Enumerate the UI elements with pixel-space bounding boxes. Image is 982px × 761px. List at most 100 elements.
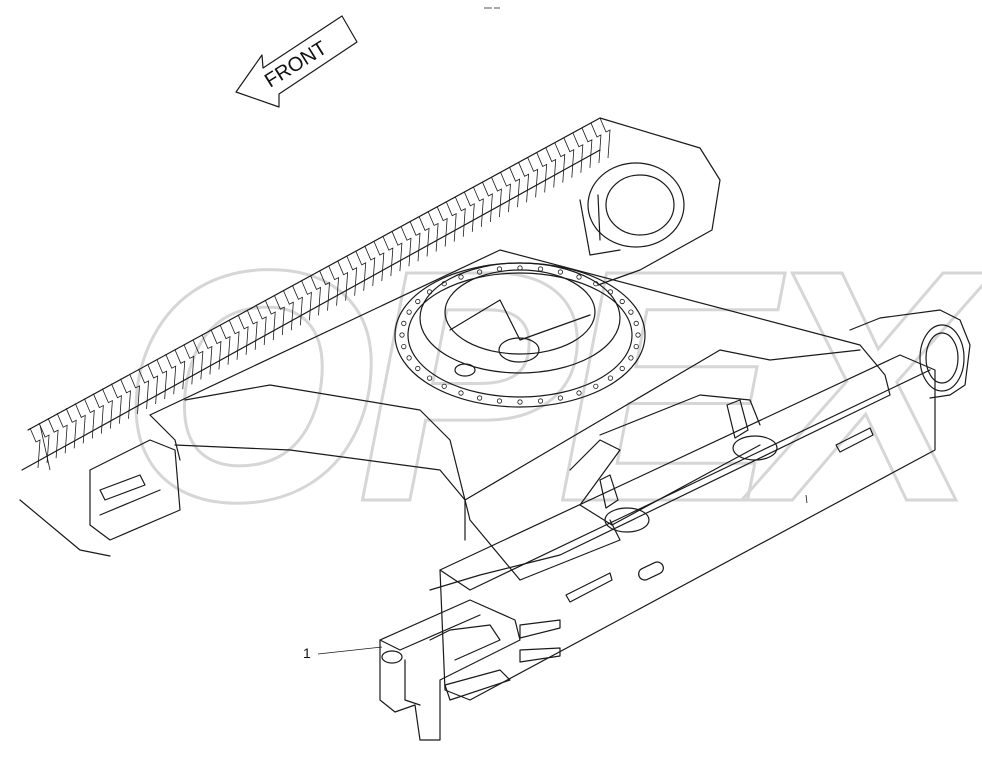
track-shoe bbox=[472, 186, 484, 227]
bolt-hole bbox=[607, 289, 614, 295]
track-shoe bbox=[201, 334, 213, 375]
slewing-ring bbox=[394, 262, 646, 408]
bolt-hole bbox=[635, 332, 641, 338]
track-shoe bbox=[364, 245, 376, 286]
bolt-hole bbox=[406, 355, 412, 361]
track-shoe bbox=[301, 280, 312, 321]
track-shoe bbox=[355, 250, 367, 291]
car-body bbox=[149, 249, 891, 591]
track-shoe bbox=[373, 240, 385, 282]
track-shoe bbox=[147, 363, 159, 405]
track-shoe bbox=[92, 393, 104, 434]
bolt-hole bbox=[576, 274, 582, 280]
track-shoe bbox=[491, 176, 502, 218]
track-shoe bbox=[74, 403, 86, 444]
rear-sprocket bbox=[579, 162, 685, 256]
track-shoe bbox=[482, 181, 493, 222]
callout-1-number: 1 bbox=[303, 645, 311, 661]
track-shoe bbox=[192, 339, 204, 380]
bolt-hole bbox=[517, 265, 523, 271]
track-shoes bbox=[29, 117, 611, 469]
track-shoe bbox=[337, 260, 349, 301]
bolt-hole bbox=[399, 332, 405, 338]
track-shoe bbox=[346, 255, 358, 296]
bolt-hole bbox=[415, 298, 421, 305]
track-shoe bbox=[391, 231, 403, 272]
bolt-hole bbox=[476, 269, 483, 275]
track-shoe bbox=[237, 314, 249, 355]
track-shoe bbox=[518, 162, 530, 203]
bolt-hole bbox=[476, 395, 483, 401]
track-shoe bbox=[165, 354, 177, 395]
bolt-hole bbox=[593, 281, 599, 287]
track-shoe bbox=[310, 275, 321, 316]
track-shoe bbox=[454, 196, 466, 237]
track-shoe bbox=[599, 117, 611, 159]
track-shoe bbox=[47, 418, 59, 459]
track-shoe bbox=[210, 329, 222, 370]
bolt-hole bbox=[619, 298, 625, 305]
track-shoe bbox=[545, 147, 557, 188]
bolt-hole bbox=[458, 390, 464, 396]
track-shoe bbox=[319, 270, 330, 311]
track-shoe bbox=[29, 427, 41, 469]
track-shoe bbox=[183, 344, 195, 385]
track-shoe bbox=[400, 226, 412, 267]
bolt-hole bbox=[628, 309, 634, 315]
track-shoe bbox=[572, 132, 584, 173]
track-frame-right bbox=[439, 309, 971, 701]
track-shoe bbox=[328, 265, 340, 306]
track-shoe bbox=[120, 378, 131, 419]
track-shoe bbox=[273, 294, 285, 336]
bolt-hole bbox=[441, 383, 447, 389]
track-shoe bbox=[436, 206, 448, 247]
idler-yoke bbox=[379, 599, 561, 741]
bolt-hole bbox=[496, 398, 503, 404]
bolt-hole bbox=[633, 343, 639, 350]
track-shoe bbox=[527, 157, 539, 198]
track-shoe bbox=[129, 373, 140, 414]
watermark: OPEX bbox=[119, 200, 982, 572]
front-arrow: FRONT bbox=[235, 15, 358, 108]
bolt-hole bbox=[593, 383, 599, 389]
track-shoe bbox=[38, 422, 50, 464]
watermark-text: OPEX bbox=[120, 201, 982, 570]
track-shoe bbox=[563, 137, 575, 178]
bolt-hole bbox=[557, 395, 564, 401]
track-shoe bbox=[590, 122, 602, 163]
track-shoe bbox=[409, 221, 421, 262]
bolt-hole bbox=[406, 309, 412, 315]
track-shoe bbox=[581, 127, 593, 168]
callout-1: 1 bbox=[303, 645, 383, 661]
bolt-hole bbox=[607, 375, 614, 381]
track-shoe bbox=[102, 388, 113, 429]
track-shoe bbox=[111, 383, 122, 424]
track-shoe bbox=[427, 211, 439, 252]
bolt-hole bbox=[557, 269, 564, 275]
track-shoe bbox=[418, 216, 430, 257]
bolt-hole bbox=[441, 281, 447, 287]
track-shoe bbox=[264, 299, 276, 341]
bolt-hole bbox=[517, 399, 523, 405]
track-shoe bbox=[255, 304, 267, 346]
bolt-hole bbox=[496, 266, 503, 272]
bolt-hole bbox=[426, 375, 433, 381]
track-shoe bbox=[500, 171, 511, 213]
bolt-hole bbox=[576, 390, 582, 396]
bolt-hole bbox=[537, 266, 544, 272]
bolt-hole bbox=[458, 274, 464, 280]
bolt-hole bbox=[537, 398, 544, 404]
track-shoe bbox=[219, 324, 231, 365]
track-shoe bbox=[83, 398, 95, 439]
slewing-ring-bolts bbox=[399, 265, 641, 405]
track-shoe bbox=[445, 201, 457, 242]
track-shoe bbox=[156, 358, 168, 400]
track-shoe bbox=[174, 349, 186, 390]
bolt-hole bbox=[633, 320, 639, 326]
track-shoe bbox=[138, 368, 150, 409]
track-shoe bbox=[536, 152, 548, 193]
track-frame-left-end bbox=[89, 439, 181, 541]
track-shoe bbox=[382, 235, 394, 277]
track-shoe bbox=[292, 285, 303, 326]
